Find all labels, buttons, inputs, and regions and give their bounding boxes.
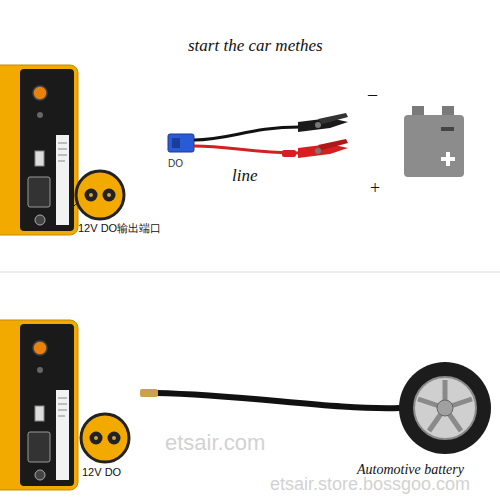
battery-icon [404, 106, 464, 177]
watermark: etsair.com [165, 430, 265, 455]
polarity-sign: + [370, 178, 380, 199]
cable-label: line [232, 166, 258, 186]
port-label: 12V DO输出端口 [78, 222, 161, 235]
port-label: DO [168, 158, 183, 170]
cable [168, 127, 300, 157]
separator [0, 271, 500, 273]
port-zoom [81, 414, 129, 462]
diagram-title: start the car methes [188, 36, 323, 56]
jump-starter [0, 320, 78, 490]
port-zoom [76, 171, 124, 219]
jump-starter [0, 65, 78, 235]
zoom-leader [72, 202, 78, 208]
air-hose [140, 389, 400, 408]
port-label: 12V DO [82, 466, 121, 479]
polarity-sign: – [368, 84, 377, 105]
red-clamp [298, 139, 348, 158]
black-clamp [298, 113, 348, 132]
tire [399, 362, 491, 454]
watermark: etsair.store.bossgoo.com [270, 474, 470, 495]
